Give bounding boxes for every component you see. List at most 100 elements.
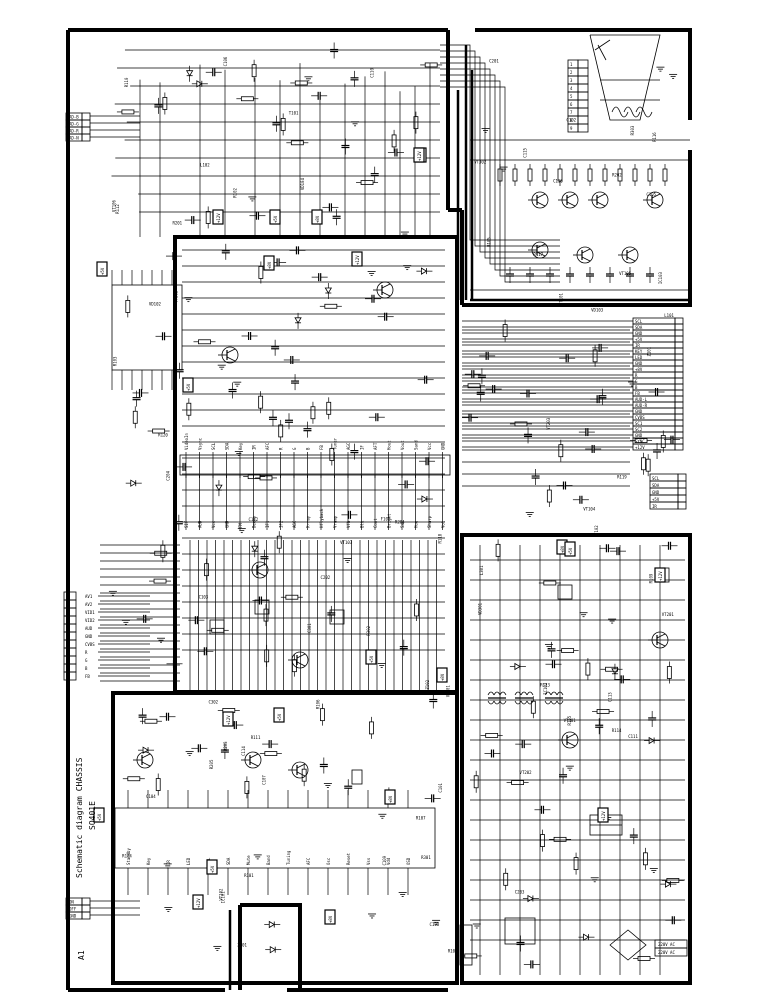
supply-tag-label: +12V (196, 898, 201, 908)
connector-pin (632, 383, 676, 391)
sheet-id: A1 (77, 950, 86, 960)
ic-pin-label: Blk (360, 520, 365, 528)
connector-pin-number (674, 383, 684, 391)
resistor (259, 475, 273, 481)
crystal (351, 769, 363, 785)
wire (296, 661, 306, 667)
ic-pin-label: IR (252, 445, 257, 450)
component-ref: X101 (237, 942, 247, 947)
mcu-pin-label: SDA (226, 857, 231, 865)
supply-tag (192, 894, 204, 910)
transformer-coil (487, 691, 495, 696)
crt-pin (577, 75, 589, 85)
connector-pin-number (674, 347, 684, 355)
transformer-coil (487, 700, 495, 705)
resistor (540, 834, 545, 847)
supply-tags: +12V+5V+8V+12V+5V+8V+12V+5V+8V+12V+5V+8V… (93, 147, 666, 925)
wire (440, 56, 560, 253)
connector-label: B (635, 385, 638, 390)
mcu-pin-label: Mute (246, 855, 251, 865)
connector-pin-number (81, 112, 91, 121)
connector-pin-number (677, 487, 687, 496)
wire (141, 753, 151, 759)
connector-label: GND (635, 409, 643, 414)
scart-pin-label: FB (85, 674, 90, 679)
connector-pin-number (674, 431, 684, 439)
ic-pin-label: R (279, 447, 284, 450)
diode (421, 495, 428, 503)
crt-pin (577, 123, 589, 133)
component-ref: C107 (262, 775, 267, 785)
resistor (285, 594, 299, 600)
crt-pin-label: 6 (570, 102, 573, 107)
component-ref: C101 (438, 782, 443, 792)
resistor (637, 956, 651, 961)
connector-pin-number (674, 371, 684, 379)
scart-pin-label: AV2 (85, 602, 93, 607)
ic-pin-label: SDA (225, 442, 230, 450)
supply-tag-label: +8V (388, 795, 393, 803)
resistor (310, 406, 316, 420)
component-ref: R111 (251, 735, 261, 740)
mcu-pin-label: Vss (366, 857, 371, 865)
connector-label: +12V (635, 445, 645, 450)
component-ref: R107 (416, 815, 426, 820)
small-ic (329, 609, 345, 625)
connector-pin-number (81, 904, 91, 913)
transformer-coil (526, 700, 534, 705)
resistor (647, 168, 653, 182)
component-ref: R114 (612, 728, 622, 733)
scart-pin-label: VID2 (85, 618, 95, 623)
resistor (278, 424, 284, 438)
resistor (514, 421, 528, 427)
supply-tag (263, 255, 275, 271)
resistor (326, 401, 332, 415)
scart-pin-label: B (85, 666, 88, 671)
supply-tag-label: +8V (315, 215, 320, 223)
mcu-pin-label: Osc (326, 857, 331, 865)
supply-tag (597, 807, 609, 823)
small-ic (254, 599, 270, 615)
component-ref: VT101 (559, 292, 564, 305)
diode (527, 894, 534, 903)
ic-pin-label: SIF (184, 520, 189, 528)
resistor (204, 563, 209, 577)
component-ref: R201 (172, 220, 182, 225)
crt-pin-label: 7 (570, 110, 573, 115)
supply-tag-label: +8V (560, 545, 565, 553)
wire (566, 733, 576, 739)
component-ref: IC103 (658, 272, 663, 285)
resistor (198, 339, 211, 345)
resistor (263, 608, 269, 622)
connector-label: AD-G (69, 122, 79, 127)
crt-pin (577, 107, 589, 117)
resistor (572, 168, 578, 182)
component-ref: R112 (115, 204, 120, 214)
transformer-coil (550, 700, 558, 705)
component-ref: VT201 (662, 612, 675, 617)
resistor (645, 458, 651, 472)
component-ref: R202 (612, 172, 622, 177)
scart-pin-label: R (85, 650, 88, 655)
transformer-coil (520, 700, 528, 705)
wire (296, 771, 306, 777)
resistor (132, 410, 138, 424)
ic-pin-label: IF (360, 445, 365, 450)
connector-pin-number (677, 480, 687, 489)
resistor (464, 953, 478, 959)
ic-pin-label: Vol (441, 520, 446, 528)
connector-pin-number (81, 126, 91, 135)
connector-label: GND (635, 331, 643, 336)
supply-tag-label: +12V (216, 213, 221, 223)
component-ref: C203 (515, 889, 525, 894)
supply-tag-label: +8V (440, 673, 445, 681)
component-ref: IC102 (543, 682, 548, 695)
resistor (553, 836, 567, 842)
resistor (292, 659, 297, 673)
mcu-pin-label: IR (166, 860, 171, 865)
resistor (573, 857, 579, 870)
scart-pin-label: G (85, 658, 88, 663)
transformer-coil (556, 691, 564, 696)
supply-tag (654, 567, 666, 583)
wire (651, 201, 661, 207)
